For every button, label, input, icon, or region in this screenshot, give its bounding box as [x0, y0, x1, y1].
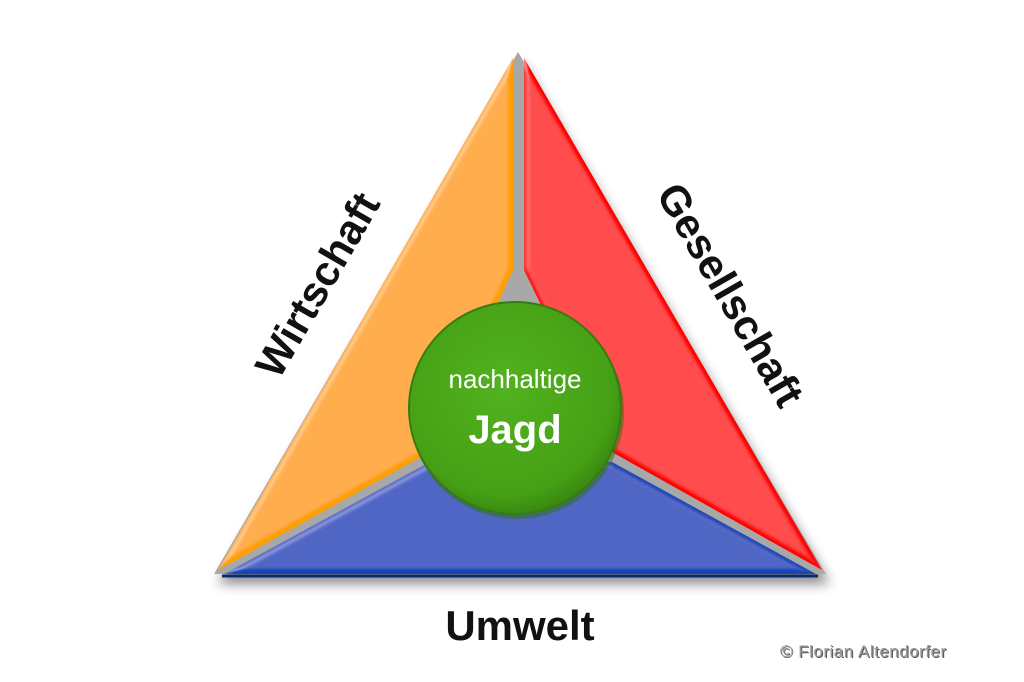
segment-wirtschaft[interactable]	[218, 58, 513, 570]
segment-gesellschaft[interactable]	[524, 58, 822, 570]
label-umwelt: Umwelt	[445, 602, 594, 649]
center-line2: Jagd	[468, 408, 561, 452]
center-circle[interactable]: nachhaltige Jagd	[408, 301, 624, 519]
copyright-notice: © Florian Altendorfer	[780, 642, 947, 661]
center-line1: nachhaltige	[449, 364, 582, 394]
